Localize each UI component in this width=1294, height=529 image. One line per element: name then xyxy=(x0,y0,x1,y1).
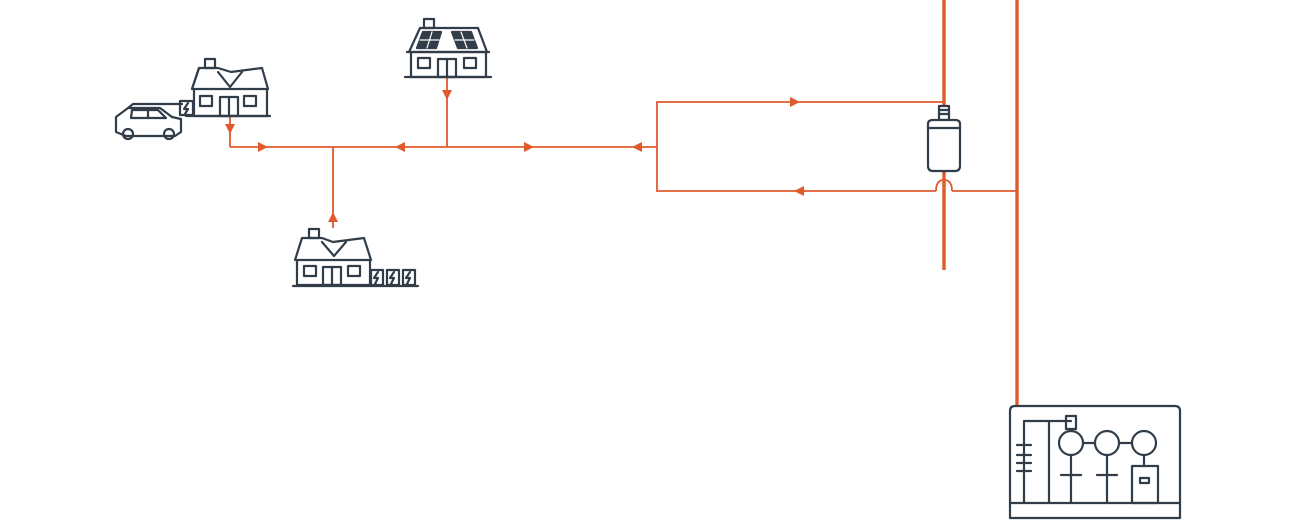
arrow-battery-up xyxy=(328,212,338,222)
pole-transformer-icon xyxy=(926,104,962,173)
house-icon xyxy=(403,17,493,79)
flow-arrows xyxy=(225,90,804,222)
arrow-lower-left xyxy=(794,186,804,196)
house-icon xyxy=(184,57,272,118)
arrow-ev-down xyxy=(225,124,235,134)
house-ev-group xyxy=(114,57,272,141)
electric-car-icon xyxy=(114,102,184,141)
distribution-lines xyxy=(229,0,1019,408)
battery-storage-icon xyxy=(369,268,417,287)
ev-charger-icon xyxy=(178,99,195,117)
arrow-feeder-right-1 xyxy=(258,142,268,152)
arrow-feeder-left-2 xyxy=(632,142,642,152)
house-solar-group xyxy=(403,17,493,79)
arrow-solar-down xyxy=(442,90,452,100)
arrow-feeder-left-1 xyxy=(395,142,405,152)
crossover-hop xyxy=(935,179,953,192)
arrow-feeder-right-2 xyxy=(524,142,534,152)
substation-icon xyxy=(1008,404,1182,520)
house-battery-group xyxy=(291,227,420,288)
solar-panel-icon xyxy=(415,30,479,50)
transformer-loop-upper xyxy=(656,101,944,147)
arrow-upper-right xyxy=(790,97,800,107)
transformer-loop-lower xyxy=(656,147,936,192)
